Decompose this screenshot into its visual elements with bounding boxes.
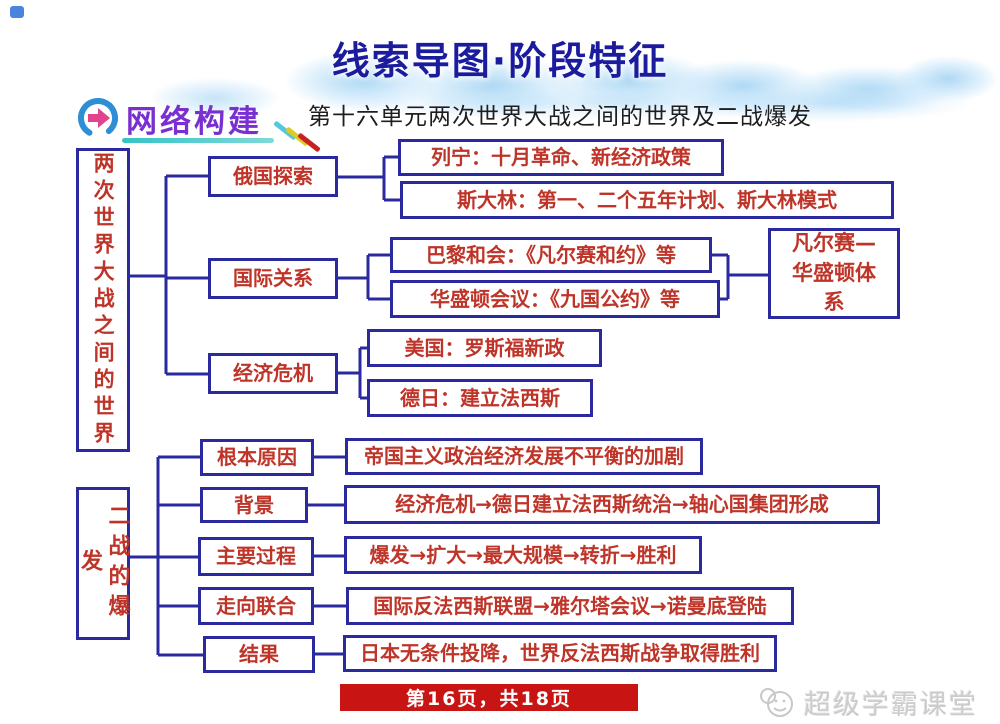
network-build-label: 网络构建 [126,104,262,140]
detail-box-result: 日本无条件投降，世界反法西斯战争取得胜利 [343,635,777,672]
branch-box-toward-alliance: 走向联合 [198,587,314,625]
underline-decoration [122,138,274,143]
branch-box-root-cause: 根本原因 [200,439,314,476]
arrow-circle-icon [78,98,118,138]
unit-subtitle: 第十六单元两次世界大战之间的世界及二战爆发 [308,104,812,129]
branch-box-international-relations: 国际关系 [208,258,338,299]
detail-box-background: 经济危机→德日建立法西斯统治→轴心国集团形成 [344,485,880,524]
leaf-box-washington-conference: 华盛顿会议：《九国公约》等 [390,280,720,318]
corner-mark [10,6,24,18]
branch-box-background: 背景 [200,487,308,523]
leaf-box-lenin: 列宁：十月革命、新经济政策 [398,139,724,176]
detail-box-toward-alliance: 国际反法西斯联盟→雅尔塔会议→诺曼底登陆 [346,587,794,625]
detail-box-main-process: 爆发→扩大→最大规模→转折→胜利 [344,536,702,574]
root-box-between-wars: 两次世界大战之间的世界 [76,148,130,452]
branch-box-main-process: 主要过程 [198,537,314,576]
leaf-box-germany-japan-fascism: 德日：建立法西斯 [367,379,593,417]
branch-box-russia-exploration: 俄国探索 [208,156,338,197]
branch-box-economic-crisis: 经济危机 [208,353,338,394]
detail-box-root-cause: 帝国主义政治经济发展不平衡的加剧 [345,438,703,475]
watermark: 超级学霸课堂 [758,683,978,722]
branch-box-result: 结果 [203,636,315,673]
leaf-box-stalin: 斯大林：第一、二个五年计划、斯大林模式 [400,181,894,219]
result-box-versailles-washington-system: 凡尔赛—华盛顿体系 [768,228,900,319]
leaf-box-usa-new-deal: 美国：罗斯福新政 [367,329,602,367]
page-indicator: 第16页，共18页 [340,684,638,711]
leaf-box-paris-conference: 巴黎和会：《凡尔赛和约》等 [390,237,712,273]
root-box-ww2-outbreak: 二战的爆发 [76,487,130,640]
smiley-face-icon [760,687,793,717]
page-title: 线索导图·阶段特征 [331,39,669,83]
watermark-text: 超级学霸课堂 [804,690,978,721]
